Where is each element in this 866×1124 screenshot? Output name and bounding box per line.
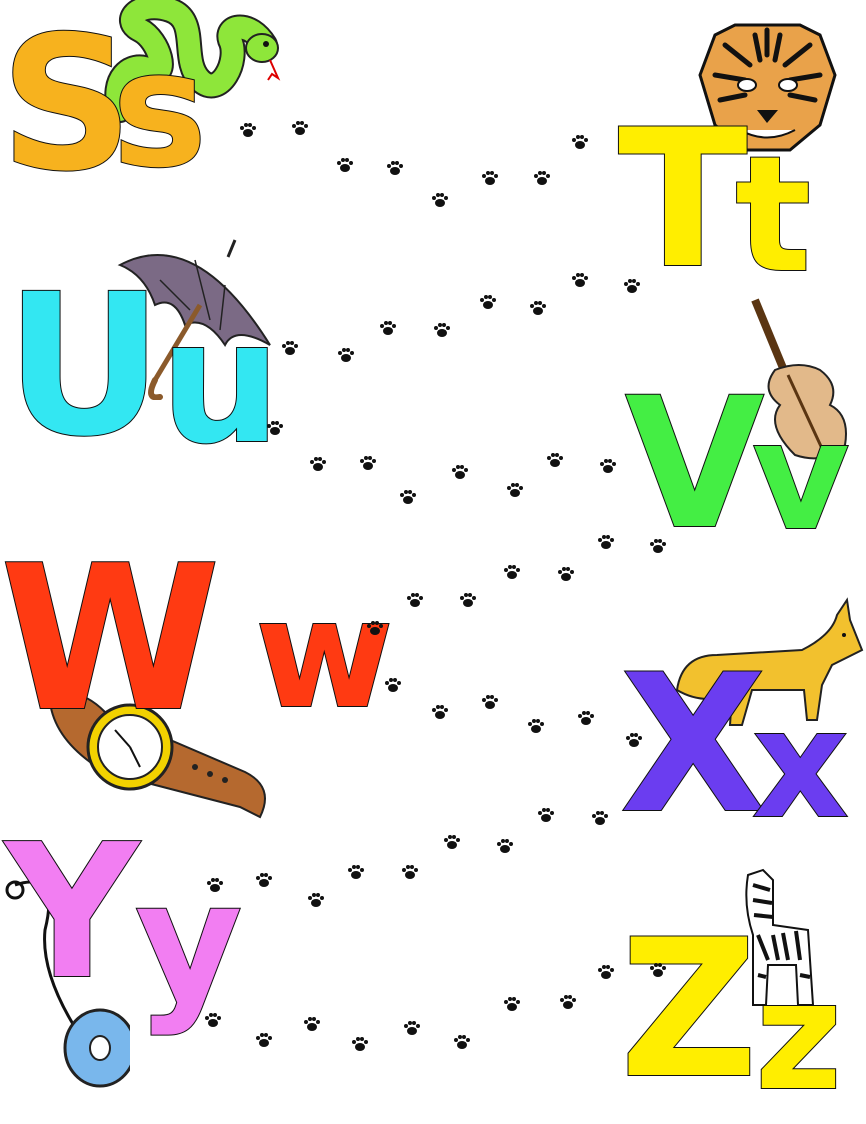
yoyo-icon: [5, 880, 130, 1088]
paw-print-icon: [547, 453, 563, 467]
violin-icon: [751, 298, 847, 460]
paw-print-icon: [538, 808, 554, 822]
letter-upper-v: V: [624, 360, 765, 569]
paw-print-icon: [624, 279, 640, 293]
paw-print-icon: [387, 161, 403, 175]
paw-print-icon: [578, 711, 594, 725]
paw-print-icon: [454, 1035, 470, 1049]
watch-icon: [48, 693, 266, 819]
paw-print-icon: [337, 158, 353, 172]
letter-lower-u: u: [159, 284, 282, 482]
paw-print-icon: [402, 865, 418, 879]
paw-print-icon: [560, 995, 576, 1009]
paw-print-icon: [282, 341, 298, 355]
paw-print-icon: [482, 695, 498, 709]
letter-upper-w: W: [0, 523, 222, 756]
letter-upper-z: Z: [619, 899, 759, 1120]
paw-print-icon: [558, 567, 574, 581]
paw-print-icon: [598, 965, 614, 979]
paw-print-icon: [205, 1013, 221, 1027]
paw-print-icon: [507, 483, 523, 497]
paw-print-icon: [480, 295, 496, 309]
paw-print-icon: [444, 835, 460, 849]
paw-print-icon: [600, 459, 616, 473]
paw-print-icon: [528, 719, 544, 733]
letter-upper-s: S: [0, 0, 134, 212]
paw-print-icon: [497, 839, 513, 853]
paw-print-icon: [432, 705, 448, 719]
paw-print-icon: [360, 456, 376, 470]
paw-print-icon: [452, 465, 468, 479]
zebra-icon: [745, 868, 815, 1006]
paw-print-icon: [256, 1033, 272, 1047]
letter-upper-t: T: [617, 89, 749, 310]
paw-print-icon: [504, 565, 520, 579]
letter-upper-x: X: [619, 634, 767, 855]
letter-lower-s: s: [111, 16, 208, 203]
paw-print-icon: [304, 1017, 320, 1031]
umbrella-icon: [117, 239, 271, 400]
letter-upper-y: Y: [4, 804, 140, 1020]
letter-lower-t: t: [734, 121, 812, 308]
paw-print-icon: [572, 135, 588, 149]
paw-print-icon: [460, 593, 476, 607]
paw-print-icon: [240, 123, 256, 137]
tiger-icon: [698, 23, 837, 152]
paw-print-icon: [534, 171, 550, 185]
paw-print-icon: [292, 121, 308, 135]
fox-icon: [675, 597, 864, 726]
paw-print-icon: [338, 348, 354, 362]
paw-print-icon: [308, 893, 324, 907]
paw-print-icon: [504, 997, 520, 1011]
letter-lower-z: z: [754, 950, 843, 1124]
letter-lower-v: v: [751, 390, 851, 564]
paw-print-icon: [400, 490, 416, 504]
paw-print-icon: [592, 811, 608, 825]
paw-print-icon: [407, 593, 423, 607]
paw-print-icon: [598, 535, 614, 549]
letter-lower-x: x: [751, 678, 850, 852]
letter-lower-y: y: [134, 846, 244, 1038]
paw-print-icon: [626, 733, 642, 747]
snake-icon: [104, 0, 281, 123]
paw-print-icon: [380, 321, 396, 335]
paw-print-icon: [650, 963, 666, 977]
paw-print-icon: [572, 273, 588, 287]
paw-print-icon: [530, 301, 546, 315]
paw-print-icon: [348, 865, 364, 879]
paw-print-icon: [432, 193, 448, 207]
letter-upper-u: U: [4, 252, 164, 479]
letter-lower-w: w: [254, 568, 395, 742]
paw-print-icon: [404, 1021, 420, 1035]
paw-print-icon: [482, 171, 498, 185]
paw-print-icon: [267, 421, 283, 435]
paw-print-icon: [310, 457, 326, 471]
paw-print-icon: [650, 539, 666, 553]
paw-print-icon: [434, 323, 450, 337]
paw-print-icon: [367, 621, 383, 635]
paw-print-icon: [385, 678, 401, 692]
paw-print-icon: [352, 1037, 368, 1051]
paw-print-icon: [207, 878, 223, 892]
paw-print-icon: [256, 873, 272, 887]
